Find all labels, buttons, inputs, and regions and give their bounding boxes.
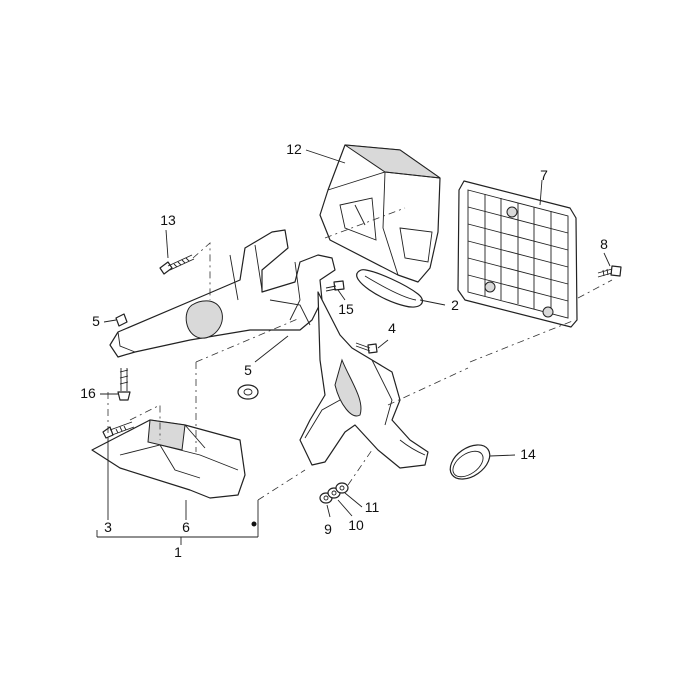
lower-arm-bracket xyxy=(299,291,429,469)
part-12-housing xyxy=(319,144,441,283)
callout-labels: 1 2 3 4 5 5 6 7 8 9 10 11 12 13 14 15 16 xyxy=(80,141,608,560)
screw-13 xyxy=(159,254,195,275)
part-14-round-cover xyxy=(449,444,491,480)
callout-14: 14 xyxy=(520,446,536,462)
part-2-oval-seal xyxy=(356,269,423,308)
callout-4: 4 xyxy=(388,320,396,336)
assembly-lines xyxy=(107,207,613,501)
callout-2: 2 xyxy=(451,297,459,313)
callout-11: 11 xyxy=(365,499,380,515)
leader-lines xyxy=(96,149,611,545)
clip-5-upper xyxy=(115,313,128,327)
main-bracket xyxy=(109,229,336,358)
callout-16: 16 xyxy=(80,385,96,401)
callout-15: 15 xyxy=(338,301,354,317)
callout-3: 3 xyxy=(104,519,112,535)
callout-13: 13 xyxy=(160,212,176,228)
callout-1: 1 xyxy=(174,544,182,560)
callout-6: 6 xyxy=(182,519,190,535)
callout-8: 8 xyxy=(600,236,608,252)
callout-9: 9 xyxy=(324,521,332,537)
callout-10: 10 xyxy=(348,517,364,533)
callout-5-upper: 5 xyxy=(92,313,100,329)
callout-dot xyxy=(251,521,257,527)
screw-8 xyxy=(597,265,622,278)
callout-7: 7 xyxy=(540,167,548,183)
callout-5-lower: 5 xyxy=(244,362,252,378)
callout-12: 12 xyxy=(286,141,302,157)
screw-16 xyxy=(117,368,131,401)
part-6-shield-plate xyxy=(91,419,246,499)
part-7-grid-panel xyxy=(457,180,578,328)
screw-15 xyxy=(325,280,345,292)
washer-11 xyxy=(335,482,349,494)
washer-part-5-lower xyxy=(237,384,259,400)
screw-4 xyxy=(355,342,378,354)
